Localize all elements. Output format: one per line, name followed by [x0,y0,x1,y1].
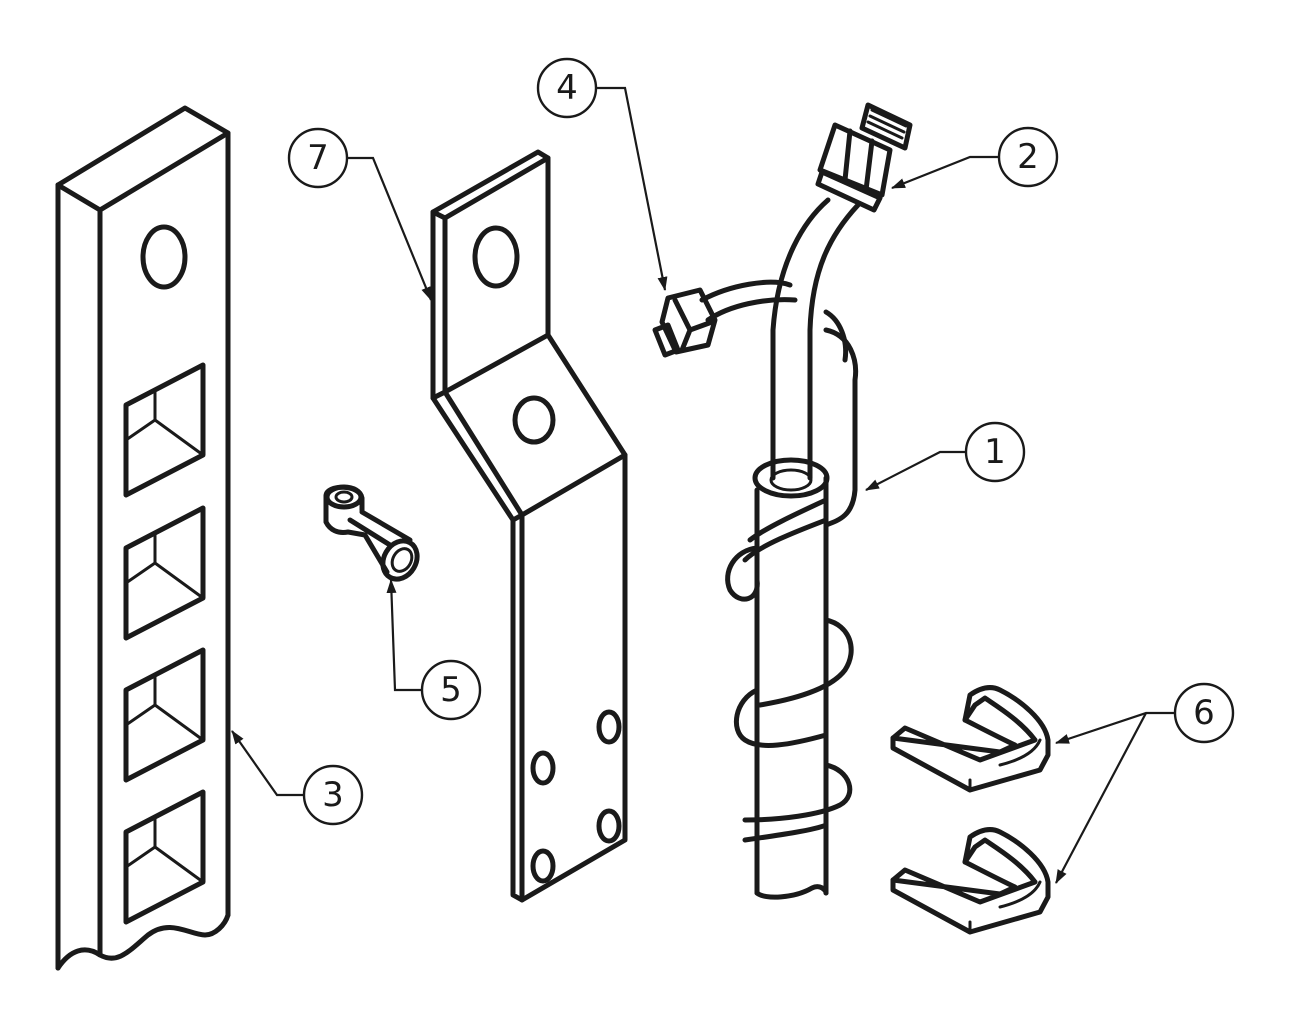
callout-5: 5 [420,659,482,721]
rail-slot [123,362,206,498]
part-5-cable-lug [323,484,420,582]
leader-lines [231,86,1176,884]
callout-4-label: 4 [556,68,578,108]
rail-slot [123,505,206,641]
callout-3: 3 [302,764,364,826]
callout-6: 6 [1173,682,1235,744]
callout-3-label: 3 [322,775,344,815]
rail-slot [123,789,206,925]
part-3-slotted-rail [55,105,231,971]
rail-slot [123,647,206,783]
callout-7: 7 [287,127,349,189]
callout-5-label: 5 [440,670,462,710]
part-7-offset-bracket [430,149,628,903]
part-2-threaded-fitting [815,102,913,213]
part-4-nut-fitting [652,287,718,358]
callout-6-label: 6 [1193,693,1215,733]
callout-2-label: 2 [1017,137,1039,177]
part-1-coil-tube-assembly [699,197,861,900]
part-6-u-clip [890,685,1051,793]
callout-1-label: 1 [984,432,1006,472]
callout-7-label: 7 [307,138,329,178]
callout-4: 4 [536,57,598,119]
callout-1: 1 [964,421,1026,483]
callout-2: 2 [997,126,1059,188]
part-6-u-clip [890,827,1051,935]
